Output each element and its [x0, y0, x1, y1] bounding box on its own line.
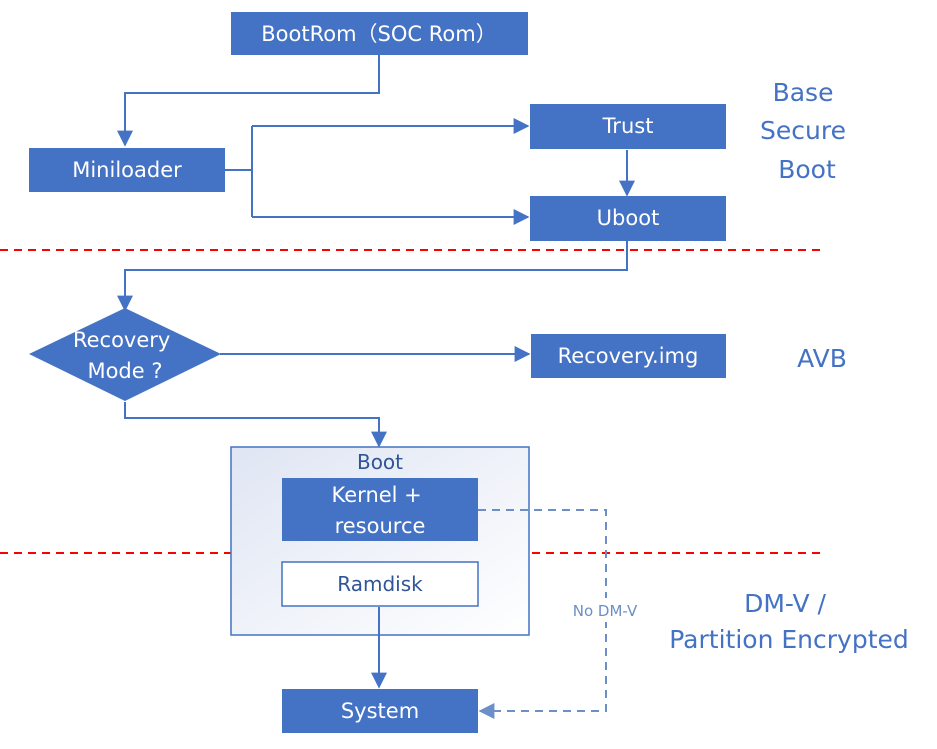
kernel-line-1: Kernel + — [332, 483, 422, 507]
kernel-line-2: resource — [335, 514, 426, 538]
miniloader-label: Miniloader — [72, 158, 182, 182]
dmv-line-2: Partition Encrypted — [669, 625, 909, 654]
edge-bootrom-miniloader — [117, 55, 380, 147]
ramdisk-box — [281, 561, 479, 607]
uboot-label: Uboot — [597, 206, 660, 230]
avb-label: AVB — [797, 344, 847, 373]
trust-label: Trust — [602, 114, 654, 138]
trust-box — [530, 104, 726, 149]
miniloader-box — [29, 148, 225, 192]
base-secure-boot-line-3: Boot — [778, 155, 836, 184]
edge-uboot-recovery-mode — [117, 241, 628, 312]
bootrom-box — [231, 12, 528, 55]
uboot-box — [530, 196, 726, 241]
ramdisk-label: Ramdisk — [337, 572, 423, 596]
no-dmv-label: No DM-V — [573, 602, 638, 620]
system-box — [282, 689, 478, 733]
recovery-mode-diamond — [29, 308, 221, 401]
no-dmv-label-bg — [560, 598, 652, 622]
kernel-box — [282, 478, 478, 541]
system-label: System — [341, 699, 419, 723]
base-secure-boot-line-2: Secure — [760, 116, 846, 145]
bootrom-label: BootRom（SOC Rom） — [261, 22, 496, 46]
base-secure-boot-label: Base Secure Boot — [760, 78, 854, 184]
recovery-mode-line-1: Recovery — [73, 328, 170, 352]
recovery-mode-label: Recovery Mode ? — [73, 328, 177, 383]
boot-container-title: Boot — [357, 450, 403, 474]
dmv-line-1: DM-V / — [744, 589, 826, 618]
recovery-img-label: Recovery.img — [558, 344, 699, 368]
kernel-label: Kernel + resource — [332, 483, 429, 538]
dmv-label: DM-V / Partition Encrypted — [669, 589, 909, 654]
edge-recovery-mode-boot — [124, 402, 387, 448]
recovery-img-box — [531, 334, 726, 378]
recovery-mode-line-2: Mode ? — [87, 359, 162, 383]
base-secure-boot-line-1: Base — [773, 78, 834, 107]
